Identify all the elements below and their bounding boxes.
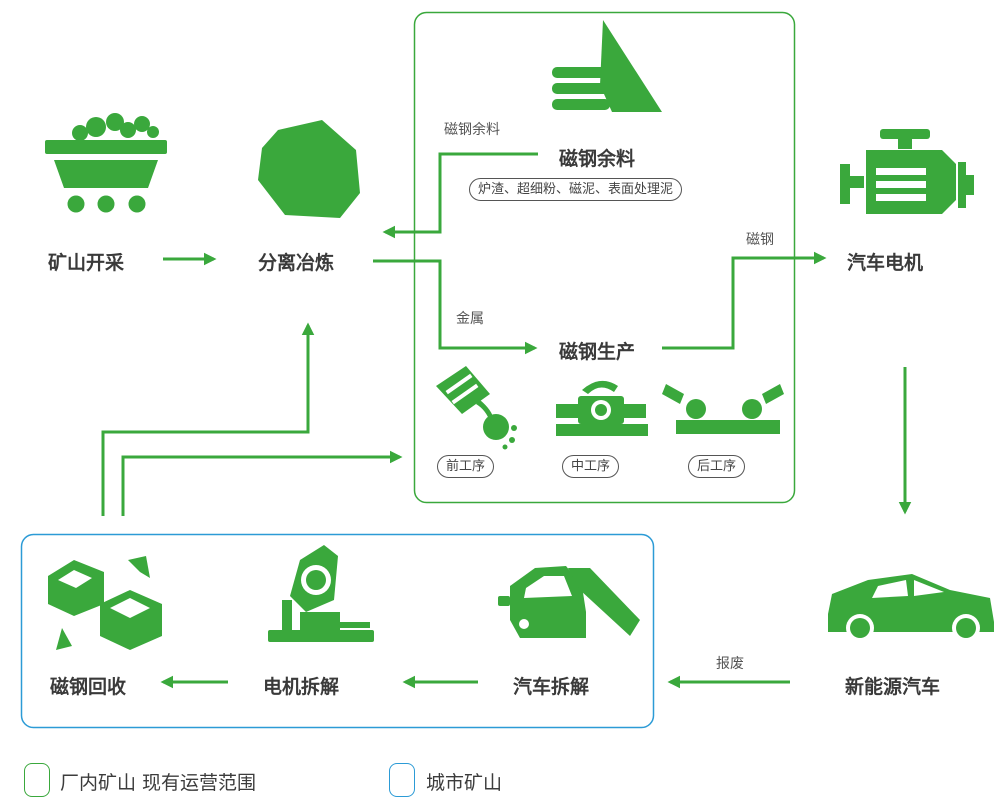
arrow-residue-smelting: [382, 152, 538, 239]
node-magnet-residue: 磁钢余料: [559, 148, 636, 170]
recycle-cubes-icon: [48, 556, 162, 650]
residue-note-pill: 炉渣、超细粉、磁泥、表面处理泥: [469, 178, 683, 201]
ore-rock-icon: [258, 120, 360, 218]
node-motor-dismantle: 电机拆解: [263, 676, 340, 698]
legend-label-blue: 城市矿山: [426, 772, 503, 794]
node-car-dismantle: 汽车拆解: [513, 676, 590, 698]
process-pill-back: 后工序: [688, 455, 746, 478]
car-icon: [828, 574, 994, 642]
node-magnet-recycle: 磁钢回收: [50, 676, 127, 698]
urban-mine-box: [20, 533, 655, 729]
node-magnet-production: 磁钢生产: [559, 341, 636, 363]
process-pill-middle: 中工序: [562, 455, 620, 478]
node-smelting: 分离冶炼: [258, 252, 335, 274]
legend-label-green: 厂内矿山 现有运营范围: [60, 772, 257, 794]
machine-icon: [556, 380, 648, 436]
arrow-recycle-smelting: [101, 322, 315, 516]
edge-label-residue: 磁钢余料: [444, 122, 500, 138]
node-nev: 新能源汽车: [845, 676, 941, 698]
legend-swatch-green: [24, 763, 50, 797]
mine-cart-icon: [45, 113, 167, 216]
press-icon: [662, 384, 784, 434]
node-car-motor: 汽车电机: [847, 252, 924, 274]
residue-logo-icon: [552, 20, 662, 112]
arrow-recycle-process: [121, 450, 403, 516]
edge-label-magnet: 磁钢: [746, 232, 774, 248]
engine-icon: [840, 129, 974, 214]
process-pill-front: 前工序: [437, 455, 495, 478]
car-repair-icon: [498, 566, 640, 638]
arrow-production-motor: [662, 251, 827, 350]
edge-label-metal: 金属: [456, 311, 484, 327]
legend-swatch-blue: [389, 763, 415, 797]
node-mining: 矿山开采: [48, 252, 125, 274]
arrow-smelting-production: [373, 259, 538, 355]
saw-icon: [268, 545, 374, 642]
edge-label-scrap: 报废: [716, 656, 744, 672]
pouring-icon: [436, 366, 517, 450]
